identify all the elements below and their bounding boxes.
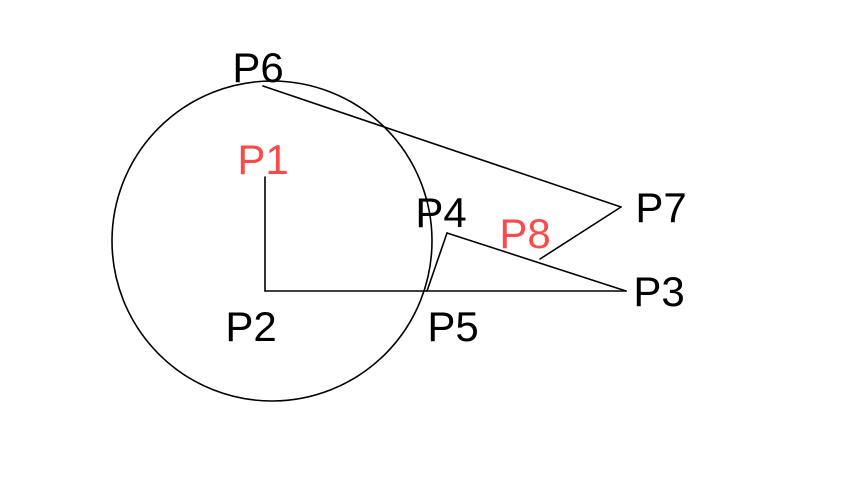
point-label-P7: P7 [635,184,686,231]
segment-p6-p7 [262,85,622,208]
point-label-P8: P8 [499,210,550,257]
circle-outline [111,80,433,402]
point-label-P6: P6 [232,44,283,91]
segment-p4-p3 [446,232,627,292]
point-label-P2: P2 [225,303,276,350]
point-label-P1: P1 [237,136,288,183]
segment-p4-p5 [426,232,448,292]
point-label-P3: P3 [633,268,684,315]
point-label-P5: P5 [427,303,478,350]
point-label-P4: P4 [415,189,466,236]
segment-p7-p8 [539,206,622,260]
